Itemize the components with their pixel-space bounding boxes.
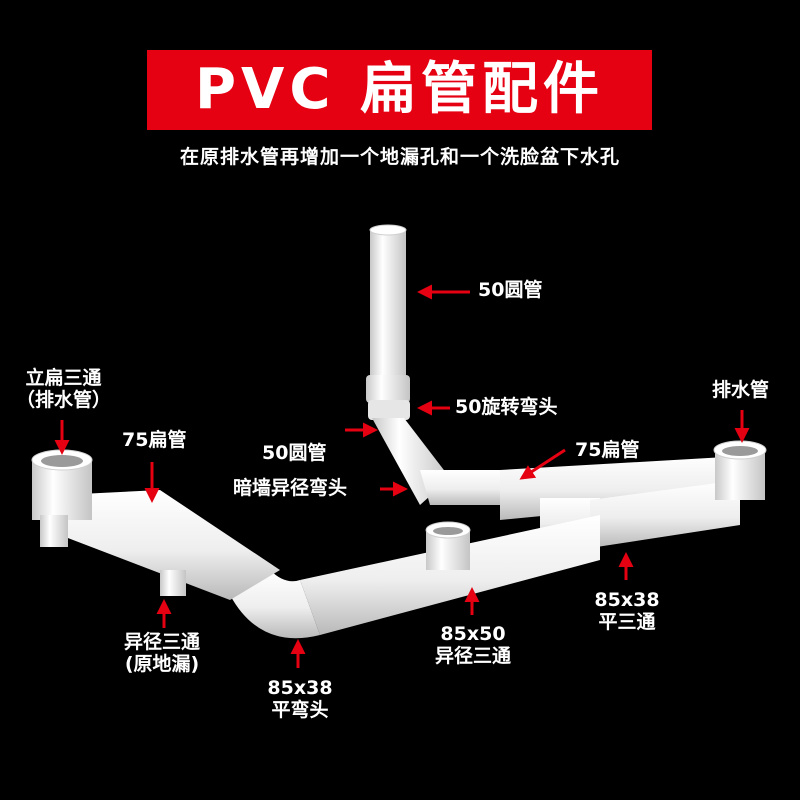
round-pipe-50 [366, 224, 410, 420]
flat-pipe-left [60, 490, 280, 600]
page-title: PVC 扁管配件 [195, 57, 604, 122]
label-flat-tee-name: 平三通 [598, 610, 656, 633]
subtitle: 在原排水管再增加一个地漏孔和一个洗脸盆下水孔 [179, 146, 620, 168]
label-swivel-elbow-50: 50旋转弯头 [455, 396, 558, 418]
label-round-pipe-50-top: 50圆管 [478, 279, 543, 301]
arrow-flat-pipe-right [519, 448, 566, 480]
reducer-elbow [372, 418, 520, 505]
vertical-flat-tee [31, 449, 93, 547]
drain-riser [713, 440, 767, 500]
label-flat-pipe-75-right: 75扁管 [575, 439, 640, 461]
label-vertical-flat-tee-line2: （排水管） [16, 388, 112, 411]
label-concealed-reducer-elbow: 暗墙异径弯头 [233, 477, 348, 499]
label-reducer-tee: 异径三通 (原地漏) [112, 631, 212, 676]
flat-elbow [230, 570, 320, 639]
label-vertical-flat-tee: 立扁三通 （排水管） [16, 367, 112, 412]
label-reducer-tee-line1: 异径三通 [123, 631, 200, 653]
label-reducer-tee-mid-size: 85x50 [440, 623, 506, 645]
label-flat-tee: 85x38 平三通 [583, 589, 671, 634]
label-flat-pipe-75-left: 75扁管 [122, 429, 187, 451]
label-flat-elbow-name: 平弯头 [271, 698, 329, 721]
label-flat-elbow: 85x38 平弯头 [255, 677, 345, 722]
label-flat-elbow-size: 85x38 [267, 677, 333, 699]
label-vertical-flat-tee-line1: 立扁三通 [25, 367, 102, 389]
label-reducer-tee-line2: (原地漏) [124, 652, 200, 675]
annotation-arrows [54, 284, 750, 668]
flat-pipe-right [500, 455, 760, 548]
label-reducer-tee-mid: 85x50 异径三通 [428, 623, 518, 668]
label-round-pipe-50-mid: 50圆管 [262, 442, 327, 464]
title-banner: PVC 扁管配件 [147, 50, 652, 130]
flat-pipe-middle [300, 515, 600, 635]
label-flat-tee-size: 85x38 [594, 589, 660, 611]
middle-reducer-tee [425, 521, 471, 570]
label-drain-pipe: 排水管 [712, 379, 770, 401]
label-reducer-tee-mid-name: 异径三通 [434, 644, 511, 667]
